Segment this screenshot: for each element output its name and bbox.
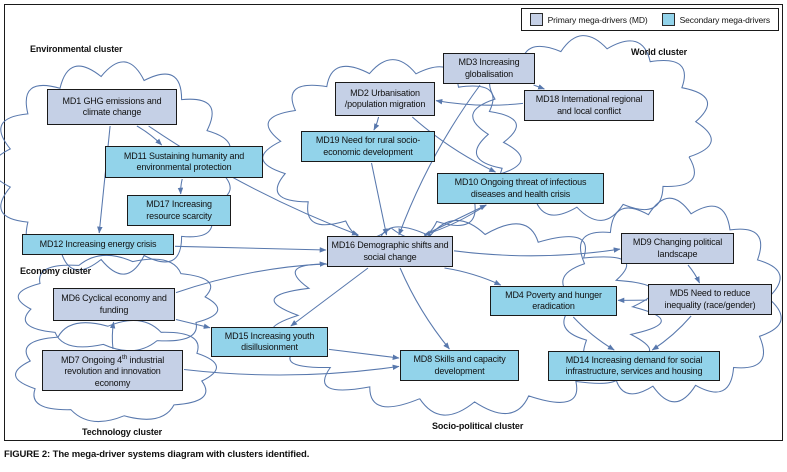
node-md16[interactable]: MD16 Demographic shifts and social chang… — [327, 236, 453, 267]
edge-md5-to-md14 — [651, 315, 692, 351]
node-md14[interactable]: MD14 Increasing demand for social infras… — [548, 351, 720, 381]
node-md9[interactable]: MD9 Changing political landscape — [621, 233, 734, 264]
node-text: MD6 Cyclical economy and funding — [61, 293, 167, 315]
edge-md15-to-md8 — [328, 348, 400, 360]
edge-md16-to-md4 — [444, 267, 502, 286]
node-text: MD10 Ongoing threat of infectious diseas… — [454, 177, 587, 199]
node-text: MD9 Changing political landscape — [632, 237, 723, 259]
node-md15[interactable]: MD15 Increasing youth disillusionment — [211, 327, 328, 357]
node-md5[interactable]: MD5 Need to reduce inequality (race/gend… — [648, 284, 772, 315]
cluster-label-sociopolitical: Socio-political cluster — [432, 421, 524, 431]
legend-label-primary: Primary mega-drivers (MD) — [547, 14, 648, 25]
edge-md2-to-md19 — [373, 116, 380, 131]
economy-cloud — [17, 254, 219, 352]
cluster-label-technology: Technology cluster — [82, 427, 163, 437]
node-text: MD5 Need to reduce inequality (race/gend… — [664, 288, 756, 310]
node-md12[interactable]: MD12 Increasing energy crisis — [22, 234, 174, 255]
cluster-label-economy: Economy cluster — [20, 266, 92, 276]
figure-caption: FIGURE 2: The mega-driver systems diagra… — [4, 449, 310, 460]
edge-md6-to-md15 — [175, 318, 211, 329]
node-label: MD7 Ongoing 4 — [60, 354, 123, 365]
node-text: MD14 Increasing demand for social infras… — [565, 354, 703, 377]
legend-item-secondary: Secondary mega-drivers — [661, 13, 771, 26]
node-md11[interactable]: MD11 Sustaining humanity and environment… — [105, 146, 263, 178]
edge-md3-to-md18 — [533, 84, 545, 90]
node-text: MD2 Urbanisation /population migration — [344, 87, 426, 110]
legend-swatch-primary — [529, 13, 543, 26]
node-text: MD15 Increasing youth disillusionment — [224, 330, 315, 353]
technology-cloud — [15, 319, 217, 423]
environmental-cloud — [0, 61, 231, 275]
node-md10[interactable]: MD10 Ongoing threat of infectious diseas… — [437, 173, 604, 204]
node-md7[interactable]: MD7 Ongoing 4th industrial revolution an… — [42, 350, 183, 391]
edge-md1-to-md11 — [136, 125, 163, 146]
node-text: MD4 Poverty and hunger eradication — [505, 289, 602, 312]
node-text: MD12 Increasing energy crisis — [39, 238, 157, 249]
node-superscript: th — [122, 353, 128, 361]
node-md19[interactable]: MD19 Need for rural socio-economic devel… — [301, 131, 435, 162]
node-text: MD11 Sustaining humanity and environment… — [123, 150, 245, 173]
edge-md7-to-md6 — [109, 321, 116, 350]
node-md2[interactable]: MD2 Urbanisation /population migration — [335, 82, 435, 116]
node-text: MD19 Need for rural socio-economic devel… — [315, 135, 421, 157]
node-label-rest: industrial revolution and innovation eco… — [64, 354, 165, 388]
cluster-label-world: World cluster — [631, 47, 688, 57]
arrow-edges — [97, 84, 700, 376]
edge-md19-to-md16 — [370, 162, 388, 236]
legend-item-primary: Primary mega-drivers (MD) — [529, 13, 648, 26]
edge-md9-to-md5 — [687, 264, 700, 284]
edge-md6-to-md16 — [175, 261, 327, 294]
node-md3[interactable]: MD3 Increasing globalisation — [443, 53, 535, 84]
edge-md16-to-md9 — [453, 247, 621, 257]
node-text: MD3 Increasing globalisation — [458, 57, 520, 79]
edge-md16-to-md10 — [423, 204, 487, 236]
node-text: MD16 Demographic shifts and social chang… — [331, 240, 449, 262]
world-cloud — [472, 35, 712, 221]
legend-label-secondary: Secondary mega-drivers — [679, 14, 771, 25]
node-text: MD8 Skills and capacity development — [413, 354, 506, 376]
node-md8[interactable]: MD8 Skills and capacity development — [400, 350, 519, 381]
node-md17[interactable]: MD17 Increasing resource scarcity — [127, 195, 231, 226]
edge-md1-to-md12 — [97, 125, 111, 234]
node-text: MD1 GHG emissions and climate change — [62, 95, 162, 118]
edge-md16-to-md8 — [399, 267, 450, 350]
edge-md12-to-md16 — [174, 245, 327, 253]
legend-swatch-secondary — [661, 13, 675, 26]
edge-md1-to-md16 — [148, 125, 359, 236]
legend: Primary mega-drivers (MD) Secondary mega… — [520, 8, 779, 31]
edge-md18-to-md2 — [435, 98, 524, 106]
edge-md2-to-md10 — [411, 116, 496, 173]
node-text: MD17 Increasing resource scarcity — [146, 199, 212, 221]
node-md6[interactable]: MD6 Cyclical economy and funding — [53, 288, 175, 321]
node-text: MD7 Ongoing 4th industrial revolution an… — [46, 352, 179, 390]
node-md4[interactable]: MD4 Poverty and hunger eradication — [490, 286, 617, 316]
edge-md4-to-md14 — [572, 316, 615, 351]
node-md18[interactable]: MD18 International regional and local co… — [524, 90, 654, 121]
node-md1[interactable]: MD1 GHG emissions and climate change — [47, 89, 177, 125]
node-text: MD18 International regional and local co… — [535, 94, 643, 116]
edge-md7-to-md8 — [183, 364, 400, 376]
cluster-label-environmental: Environmental cluster — [30, 44, 123, 54]
edge-md16-to-md15 — [290, 267, 369, 327]
edge-md11-to-md17 — [177, 178, 184, 195]
